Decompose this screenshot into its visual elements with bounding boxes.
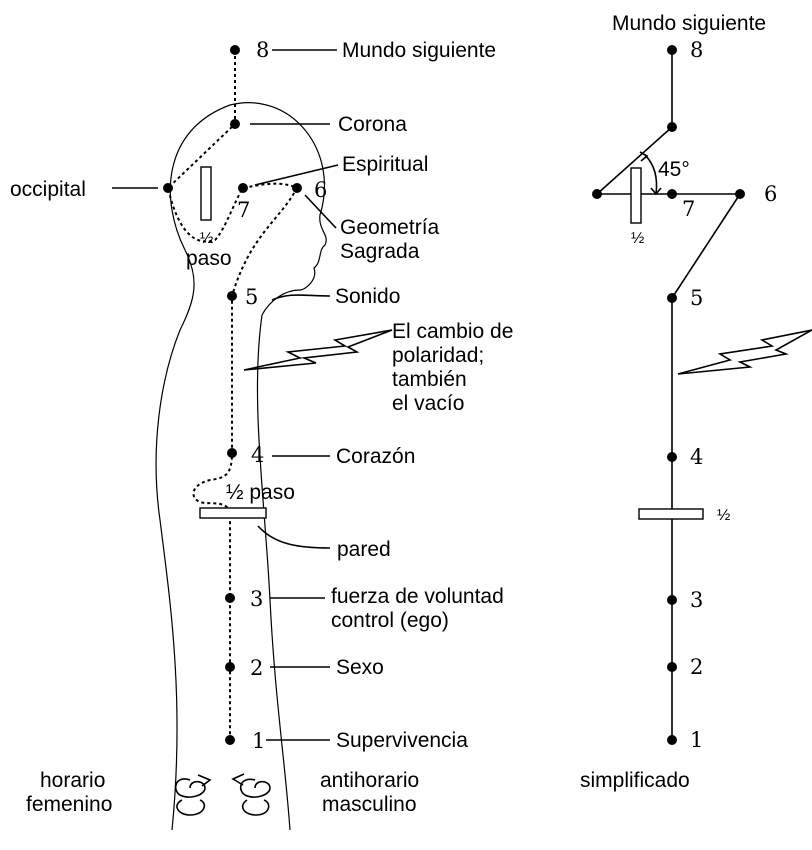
- number-3-right: 3: [690, 588, 703, 612]
- chakra-dot-7: [238, 183, 248, 193]
- clockwise-arrow-icon: [198, 775, 210, 786]
- label-horario: horario: [40, 769, 105, 792]
- chakra-dot-8: [230, 45, 240, 55]
- label-control: control (ego): [331, 609, 449, 632]
- simplified-dot-8: [667, 45, 677, 55]
- number-8-right: 8: [690, 38, 703, 62]
- label-corazon: Corazón: [336, 445, 415, 468]
- angle-arrow-top: [640, 152, 647, 161]
- label-half-paso-mid: ½ paso: [226, 481, 295, 504]
- chakra-dot-6: [292, 183, 302, 193]
- simplified-dot-5: [667, 293, 677, 303]
- label-corona: Corona: [338, 113, 407, 136]
- label-sonido: Sonido: [335, 285, 400, 308]
- label-simplificado: simplificado: [580, 769, 690, 792]
- label-pared: pared: [337, 538, 391, 561]
- half-step-rect-right-mid: [639, 509, 703, 519]
- label-espiritual: Espiritual: [342, 153, 428, 176]
- chakra-dot-4: [227, 448, 237, 458]
- wall-pared-rect: [200, 508, 266, 518]
- number-7-left: 7: [237, 198, 250, 222]
- simplified-dot-1: [667, 735, 677, 745]
- simplified-dot-7: [667, 189, 677, 199]
- label-half-fraction-top: ½: [200, 230, 213, 247]
- label-femenino: femenino: [26, 793, 112, 816]
- number-5-right: 5: [690, 286, 703, 310]
- label-geometria: Geometría: [340, 216, 440, 239]
- number-1-right: 1: [690, 728, 703, 752]
- energy-path-right: [597, 50, 740, 740]
- label-cambio-4: el vacío: [392, 392, 464, 415]
- label-supervivencia: Supervivencia: [336, 729, 468, 752]
- simplified-dot-occipital: [592, 189, 602, 199]
- label-cambio-1: El cambio de: [392, 320, 513, 343]
- chakra-dot-3: [225, 593, 235, 603]
- simplified-dot-3: [667, 595, 677, 605]
- number-2-left: 2: [250, 656, 263, 680]
- leader-pared: [258, 526, 330, 548]
- label-angle-45: 45°: [658, 158, 690, 181]
- label-fuerza: fuerza de voluntad: [331, 585, 504, 608]
- counterclockwise-spiral-icon: [241, 779, 270, 815]
- label-occipital: occipital: [10, 178, 86, 201]
- chakra-dot-5: [227, 291, 237, 301]
- angle-arc: [645, 155, 657, 194]
- number-3-left: 3: [250, 587, 263, 611]
- chakra-dot-occipital: [163, 183, 173, 193]
- simplified-dot-6: [735, 189, 745, 199]
- number-8-left: 8: [256, 38, 269, 62]
- number-2-right: 2: [690, 655, 703, 679]
- lightning-bolt-left: [244, 330, 392, 370]
- number-1-left: 1: [252, 729, 265, 753]
- chakra-dot-crown: [230, 119, 240, 129]
- number-6-right: 6: [764, 182, 777, 206]
- label-mundo-siguiente: Mundo siguiente: [342, 39, 496, 62]
- lightning-bolt-right: [678, 330, 812, 374]
- number-4-right: 4: [690, 445, 703, 469]
- body-silhouette-back: [156, 250, 194, 830]
- label-paso-top: paso: [186, 247, 232, 270]
- simplified-dot-crown: [667, 122, 677, 132]
- number-7-right: 7: [682, 197, 695, 221]
- simplified-dot-4: [667, 452, 677, 462]
- number-4-left: 4: [251, 443, 264, 467]
- chakra-dot-1: [225, 735, 235, 745]
- label-sagrada: Sagrada: [340, 240, 420, 263]
- label-antihorario: antihorario: [320, 769, 419, 792]
- label-masculino: masculino: [322, 793, 417, 816]
- number-6-left: 6: [314, 178, 327, 202]
- half-step-rect-right-top: [631, 168, 641, 223]
- label-mundo-siguiente-right: Mundo siguiente: [612, 12, 766, 35]
- chakra-dot-2: [225, 662, 235, 672]
- energy-path-left: [168, 50, 297, 740]
- label-cambio-2: polaridad;: [392, 344, 484, 367]
- simplified-dot-2: [667, 662, 677, 672]
- label-cambio-3: también: [392, 368, 467, 391]
- half-step-wall-top: [201, 167, 211, 220]
- clockwise-spiral-icon: [176, 779, 205, 815]
- label-sexo: Sexo: [336, 656, 384, 679]
- label-half-right-mid: ½: [717, 507, 730, 524]
- label-half-right-top: ½: [631, 230, 644, 247]
- number-5-left: 5: [245, 285, 258, 309]
